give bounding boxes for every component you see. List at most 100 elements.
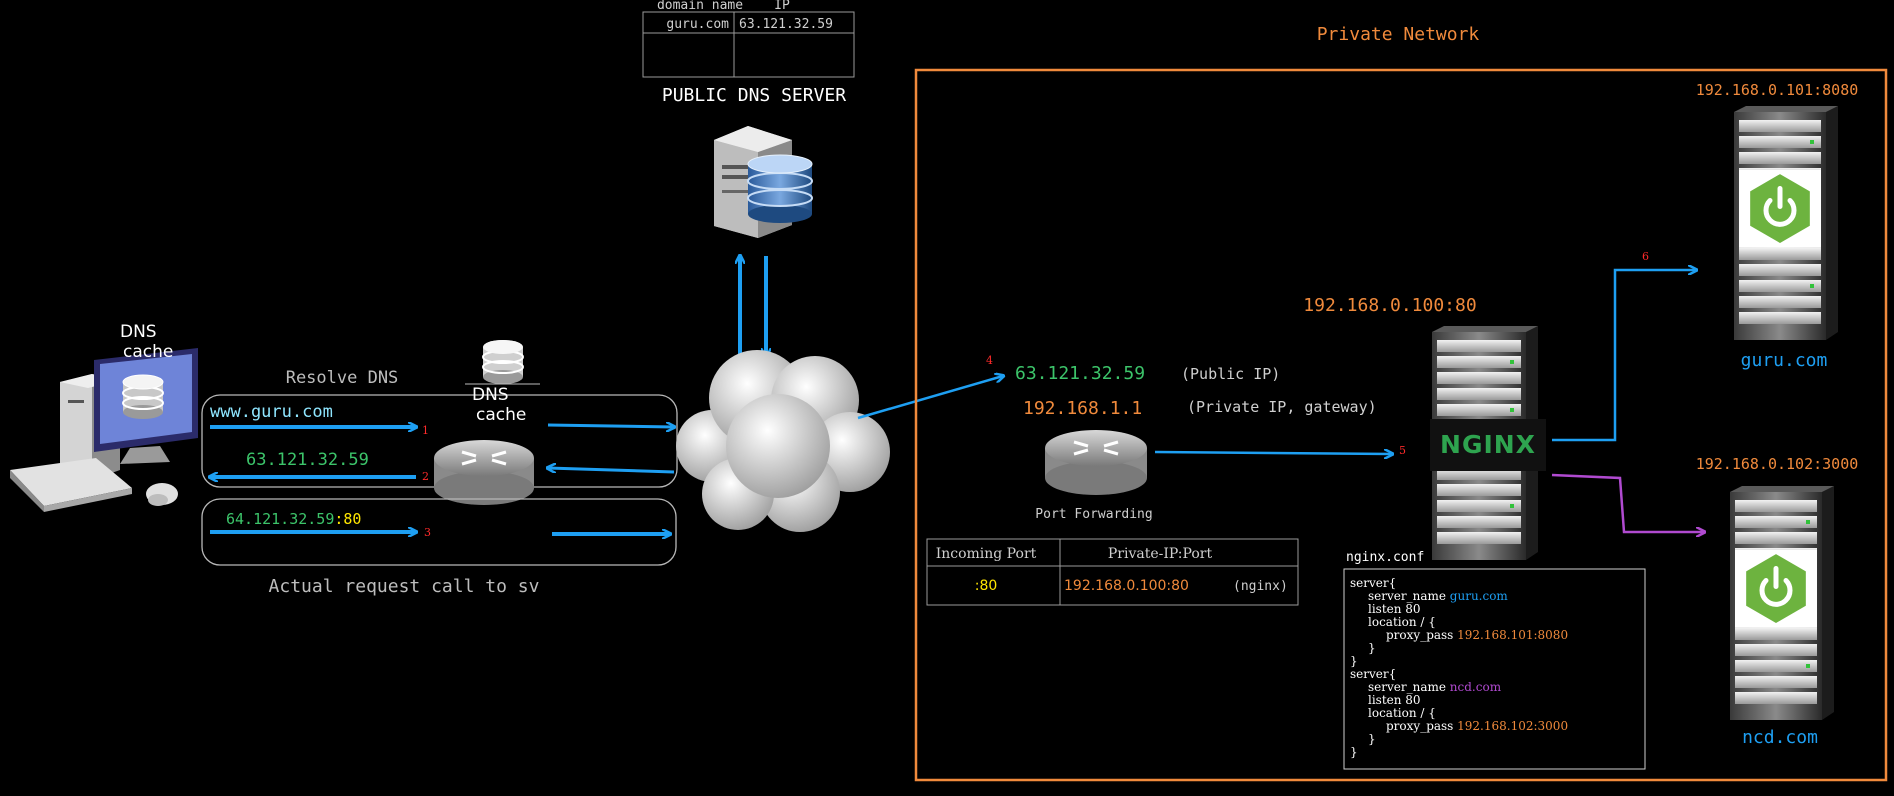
conf-token: 192.168.102:3000 [1457, 719, 1568, 733]
guru-server-rack-icon [1734, 106, 1838, 340]
client-router-icon [434, 440, 534, 505]
dns-table-ip-cell: 63.121.32.59 [739, 17, 833, 32]
rack-slot [1735, 532, 1817, 544]
port-table-incoming: :80 [975, 578, 998, 594]
client-dns-cache-label-1: DNS [120, 322, 157, 342]
rack-slot [1739, 248, 1821, 260]
port-table-target: 192.168.0.100:80 [1064, 578, 1189, 594]
rack-slot [1437, 388, 1521, 400]
rack-slot [1437, 340, 1521, 352]
conf-line: server{ [1350, 576, 1396, 590]
router-dns-cache-label-2: cache [476, 405, 526, 425]
actual-request-label: Actual request call to sv [269, 576, 540, 597]
request-target-text: 64.121.32.59:80 [226, 510, 361, 528]
rack-slot [1739, 120, 1821, 132]
conf-token: server{ [1350, 667, 1396, 681]
conf-token: location / { [1368, 706, 1436, 720]
rack-led [1510, 408, 1514, 412]
conf-token: 192.168.101:8080 [1457, 628, 1568, 642]
conf-token: listen 80 [1368, 602, 1421, 616]
resolve-dns-label: Resolve DNS [286, 368, 399, 388]
power-arc [1763, 198, 1797, 227]
rack-slot [1437, 356, 1521, 368]
conf-line: } [1368, 732, 1376, 746]
step4-arrow [857, 376, 1003, 420]
port-table-target-note: (nginx) [1233, 579, 1288, 594]
rack-top [1734, 106, 1838, 112]
rack-slot [1739, 152, 1821, 164]
request-ip: 64.121.32.59 [226, 510, 334, 528]
rack-slot [1735, 676, 1817, 688]
rack-slot [1735, 692, 1817, 704]
conf-line: listen 80 [1368, 693, 1421, 707]
private-network-border [914, 68, 1888, 782]
rack-slot [1735, 500, 1817, 512]
dns-table-header-domain: domain name [657, 0, 743, 13]
request-port: :80 [334, 510, 361, 528]
rack-slot [1735, 644, 1817, 656]
rack-side [1826, 106, 1838, 340]
router-dns-cache-label-1: DNS [472, 385, 509, 405]
rack-slot [1739, 280, 1821, 292]
rack-led [1810, 140, 1814, 144]
router-to-cloud-arrow [547, 425, 674, 427]
step6-arrow [1552, 270, 1696, 442]
nginx-conf-title: nginx.conf [1346, 550, 1424, 565]
conf-token: } [1350, 654, 1358, 668]
conf-line: location / { [1368, 706, 1436, 720]
gateway-router-icon [1045, 430, 1147, 495]
gateway-public-ip: 63.121.32.59 [1015, 363, 1145, 384]
rack-led [1510, 360, 1514, 364]
step-6: 6 [1642, 250, 1649, 263]
conf-token: proxy_pass [1386, 719, 1457, 733]
nginx-to-ncd-arrow [1551, 473, 1704, 532]
conf-line: server_name ncd.com [1368, 680, 1502, 694]
conf-token: server_name [1368, 589, 1450, 603]
step5-arrow [1154, 452, 1392, 454]
conf-token: location / { [1368, 615, 1436, 629]
actual-request-box [201, 498, 677, 566]
step-5: 5 [1399, 444, 1406, 457]
dns-table-header-ip: IP [774, 0, 790, 13]
conf-line: } [1368, 641, 1376, 655]
rack-slot [1437, 516, 1521, 528]
ncd-server-address: 192.168.0.102:3000 [1696, 455, 1859, 473]
step-3: 3 [424, 526, 431, 539]
step-4: 4 [986, 354, 993, 367]
dns-table-domain-cell: guru.com [666, 17, 729, 32]
nginx-conf-box [1343, 568, 1646, 770]
step-1: 1 [422, 424, 429, 437]
rack-slot [1739, 264, 1821, 276]
rack-slot [1735, 660, 1817, 672]
ncd-server-domain: ncd.com [1742, 727, 1818, 748]
rack-top [1432, 326, 1538, 332]
conf-line: listen 80 [1368, 602, 1421, 616]
rack-slot [1739, 312, 1821, 324]
resolve-query-text: www.guru.com [210, 402, 333, 422]
rack-slot [1437, 484, 1521, 496]
nginx-logo: NGINX [1440, 430, 1536, 459]
guru-server-domain: guru.com [1741, 350, 1828, 371]
rack-slot [1437, 372, 1521, 384]
conf-token: server_name [1368, 680, 1450, 694]
conf-token: ncd.com [1450, 680, 1502, 694]
conf-line: server_name guru.com [1368, 589, 1508, 603]
port-table-header-incoming: Incoming Port [936, 546, 1037, 562]
rack-led [1806, 664, 1810, 668]
rack-slot [1437, 404, 1521, 416]
rack-slot [1735, 516, 1817, 528]
gateway-private-ip: 192.168.1.1 [1023, 398, 1142, 419]
port-table-header-target: Private-IP:Port [1108, 546, 1213, 562]
rack-led [1510, 504, 1514, 508]
dns-server-icon [714, 126, 813, 238]
rack-slot [1437, 532, 1521, 544]
conf-line: server{ [1350, 667, 1396, 681]
rack-slot [1739, 296, 1821, 308]
dns-server-label: PUBLIC DNS SERVER [662, 85, 846, 106]
rack-led [1806, 520, 1810, 524]
gateway-private-ip-note: (Private IP, gateway) [1187, 398, 1377, 416]
conf-token: } [1368, 732, 1376, 746]
cloud-to-router-arrow [548, 468, 675, 474]
rack-slot [1437, 500, 1521, 512]
